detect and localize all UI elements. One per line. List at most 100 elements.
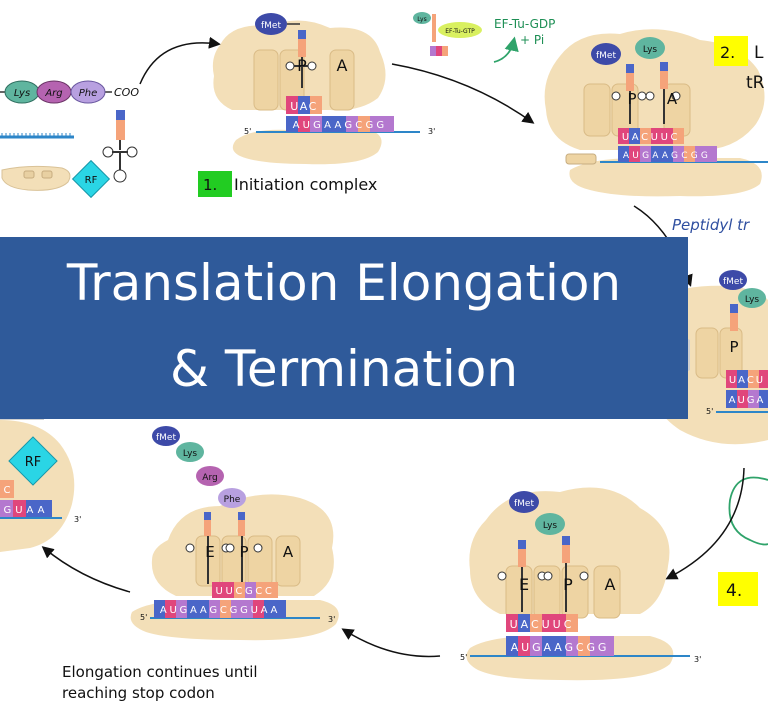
initiation-three-prime: 3' xyxy=(428,127,435,136)
translocation-mrna: 5' AUGAAGCGG 3' xyxy=(460,636,701,664)
lys-residue-label: Lys xyxy=(14,88,30,99)
peptidyl-codon-text: AUGA xyxy=(729,395,766,406)
peptide-chain-fragment: Lys Arg Phe COO xyxy=(0,80,139,104)
loading-trnas: P A xyxy=(611,62,681,124)
loading-site-p: P xyxy=(627,90,636,108)
loading-amino-acids: fMet Lys xyxy=(591,37,665,65)
initiation-fmet-label: fMet xyxy=(261,21,281,31)
ef-tu-complex: Lys EF-Tu-GTP EF-Tu-GDP + Pi xyxy=(413,12,555,63)
initiation-trna: P A xyxy=(285,30,348,88)
initiation-five-prime: 5' xyxy=(244,127,251,136)
termination-codons: C GUAA 3' xyxy=(0,480,81,524)
arg-residue-label: Arg xyxy=(44,88,62,99)
translocation-label: 4. xyxy=(718,572,758,606)
initiation-anticodon-text: UAC xyxy=(290,100,318,113)
elongation-lys-label: Lys xyxy=(183,449,198,459)
elongation-note: Elongation continues until reaching stop… xyxy=(62,663,258,702)
phe-residue-label: Phe xyxy=(79,88,98,99)
elongation-trnas: E P A xyxy=(185,512,294,584)
elongation-site-a: A xyxy=(283,543,294,561)
termination-codon-text: GUAA xyxy=(3,505,48,516)
peptidyl-lys-label: Lys xyxy=(745,295,760,305)
loading-lys-label: Lys xyxy=(643,45,658,55)
elongation-three-prime: 3' xyxy=(328,615,335,624)
elongation-mrna: 5' AUGAAGCGGUAA 3' xyxy=(140,600,335,624)
loading-label: 2. L tR xyxy=(714,36,765,93)
translocation-number: 4. xyxy=(726,581,742,601)
peptidyl-fmet-label: fMet xyxy=(723,277,743,287)
translocation-lys-label: Lys xyxy=(543,521,558,531)
elongation-five-prime: 5' xyxy=(140,613,147,622)
title-banner xyxy=(0,237,688,419)
loading-title-2: tR xyxy=(746,73,765,93)
arrow-to-loading xyxy=(391,63,535,124)
elongation-anticodons: UUCGCC xyxy=(212,582,278,598)
loading-anticodons: UACUUC xyxy=(618,128,684,144)
elongation-fmet-label: fMet xyxy=(156,433,176,443)
translocation-fmet-label: fMet xyxy=(514,499,534,509)
initiation-codons: AUGAAGCGG xyxy=(293,120,388,131)
release-factor-free-label: RF xyxy=(85,175,98,186)
translocation-three-prime: 3' xyxy=(694,655,701,664)
peptidyl-label: Peptidyl tr xyxy=(672,216,750,234)
ef-tu-gtp-blob xyxy=(438,22,482,38)
elongation-anticodon-text: UUCGCC xyxy=(216,586,275,597)
loading-mrna: AUGAAGCGG xyxy=(600,146,768,163)
translocation-anticodons: UACUUC xyxy=(506,614,578,632)
ef-tu-gdp-label: EF-Tu-GDP xyxy=(494,17,555,31)
translocation-site-e: E xyxy=(519,575,529,594)
loading-anticodon-text: UACUUC xyxy=(622,132,680,143)
termination-three-prime: 3' xyxy=(74,515,81,524)
initiation-site-p: P xyxy=(297,56,307,75)
elongation-arg-label: Arg xyxy=(202,473,217,483)
initiation-fmet: fMet xyxy=(255,13,300,35)
title-line-2: & Termination xyxy=(169,340,519,398)
free-mrna-strand xyxy=(0,133,74,139)
loading-fmet-label: fMet xyxy=(596,51,616,61)
ef-tu-gtp-label: EF-Tu-GTP xyxy=(445,28,475,35)
translocation-site-p: P xyxy=(563,575,573,594)
translocation-site-a: A xyxy=(605,575,616,594)
ef-tu-lys: Lys xyxy=(417,16,426,23)
peptidyl-five-prime: 5' xyxy=(706,407,713,416)
initiation-title: Initiation complex xyxy=(234,175,377,194)
elongation-site-p: P xyxy=(239,543,248,561)
translocation-trnas: E P A xyxy=(497,536,616,612)
peptidyl-site-p: P xyxy=(729,338,738,356)
phe-residue xyxy=(70,80,106,104)
free-ribosome-subunit xyxy=(1,165,71,191)
peptidyl-codons: UACU AUGA 5' xyxy=(706,370,768,416)
initiation-mrna: 5' AUGAAGCGG 3' xyxy=(244,116,435,136)
loading-number: 2. xyxy=(720,43,735,62)
loading-codons: AUGAAGCGG xyxy=(623,151,711,161)
title-line-1: Translation Elongation xyxy=(66,254,622,312)
termination-rf-label: RF xyxy=(25,455,42,470)
arrow-to-translocation xyxy=(665,467,745,580)
free-trna xyxy=(102,110,138,183)
release-factor-free: RF xyxy=(71,159,111,199)
initiation-anticodon: UAC xyxy=(286,96,322,114)
translocation-amino-acids: fMet Lys xyxy=(509,491,565,535)
initiation-label: 1. Initiation complex xyxy=(198,171,377,197)
carboxyl-terminus: COO xyxy=(114,86,139,99)
peptidyl-anticodon-text: UACU xyxy=(729,375,765,386)
elongation-phe-label: Phe xyxy=(224,495,241,505)
translocation-codons: AUGAAGCGG xyxy=(511,641,610,654)
arrow-to-termination xyxy=(41,546,131,593)
peptidyl-amino-acids: fMet Lys P xyxy=(719,270,766,356)
initiation-site-a: A xyxy=(337,56,348,75)
termination-anticodon-text: C xyxy=(4,485,11,496)
initiation-number: 1. xyxy=(203,176,217,194)
translocation-anticodon-text: UACUUC xyxy=(510,618,575,631)
loading-site-a: A xyxy=(667,90,678,108)
elongation-chain: fMet Lys Arg Phe xyxy=(152,426,246,508)
arrow-to-elongation xyxy=(341,628,441,658)
elongation-codons: AUGAAGCGGUAA xyxy=(160,605,280,616)
termination-release-factor: RF xyxy=(8,436,58,486)
ef-tu-pi-label: + Pi xyxy=(520,33,544,47)
loading-title-1: L xyxy=(754,43,764,63)
elongation-note-line2: reaching stop codon xyxy=(62,684,215,702)
arrow-to-initiation xyxy=(139,36,221,85)
translocation-five-prime: 5' xyxy=(460,653,467,662)
elongation-site-e: E xyxy=(205,543,214,561)
